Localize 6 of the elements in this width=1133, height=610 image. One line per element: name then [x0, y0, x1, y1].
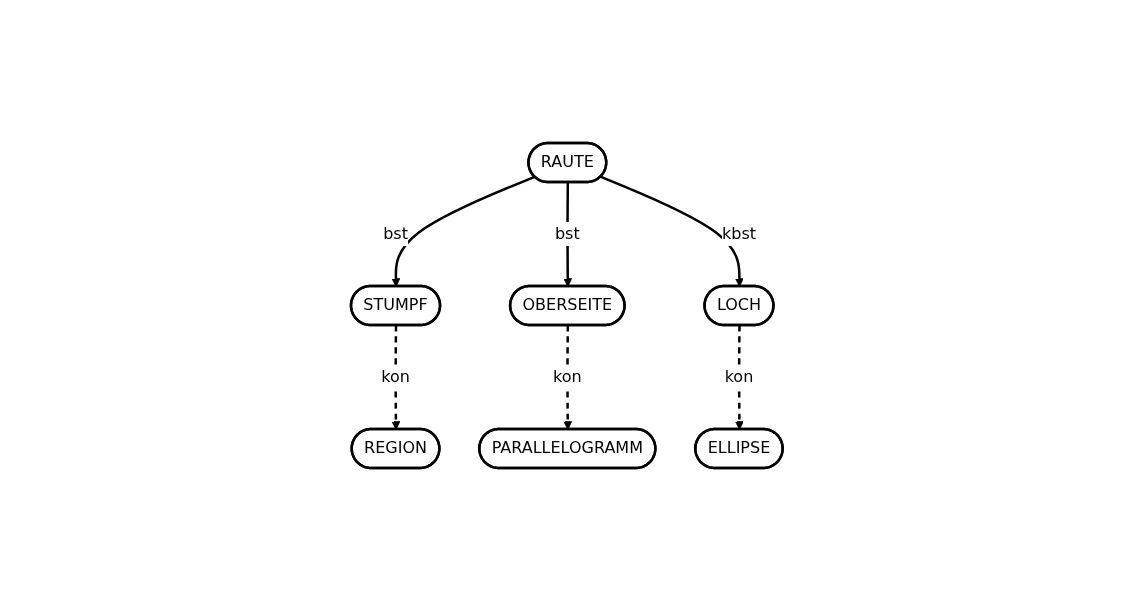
edge-label: bst	[382, 223, 408, 243]
edge-label: bst	[554, 223, 580, 243]
edge-label: kon	[552, 366, 582, 386]
edge-label: kon	[724, 366, 753, 386]
edge-label: kbst	[721, 223, 756, 243]
edge-label: kon	[380, 366, 410, 386]
